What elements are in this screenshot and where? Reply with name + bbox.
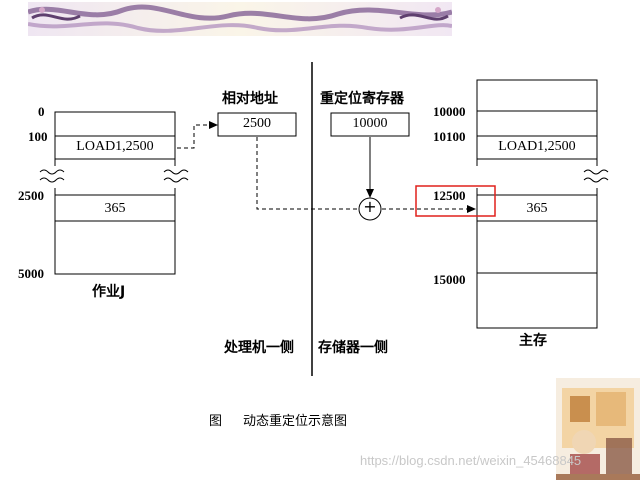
memory-title: 主存 bbox=[519, 333, 547, 349]
corner-illustration bbox=[556, 378, 640, 480]
job-address-2500: 2500 bbox=[18, 188, 44, 203]
highlight-box bbox=[415, 185, 496, 217]
caption-text: 动态重定位示意图 bbox=[243, 414, 348, 429]
processor-side-label: 处理机一侧 bbox=[224, 340, 294, 356]
job-address-100: 100 bbox=[28, 129, 48, 144]
memory-address-15000: 15000 bbox=[433, 272, 466, 287]
memory-data-cell: 365 bbox=[526, 201, 548, 216]
load-to-address-arrow bbox=[177, 124, 212, 149]
wavy-break-icon bbox=[39, 169, 189, 183]
job-title: 作业J bbox=[92, 284, 126, 300]
job-data-cell: 365 bbox=[104, 201, 126, 216]
job-address-0: 0 bbox=[38, 104, 45, 119]
adder-circle bbox=[358, 197, 382, 221]
caption-prefix: 图 bbox=[209, 414, 223, 429]
watermark-url: https://blog.csdn.net/weixin_45468845 bbox=[360, 453, 582, 468]
storage-side-label: 存储器一侧 bbox=[318, 340, 388, 356]
job-memory-block bbox=[39, 111, 189, 275]
relative-address-box bbox=[217, 112, 297, 137]
relocation-register-box bbox=[330, 112, 410, 137]
address-to-adder-line bbox=[256, 137, 358, 210]
adder-plus-icon: + bbox=[363, 197, 377, 216]
memory-address-10000: 10000 bbox=[433, 104, 466, 119]
memory-address-12500: 12500 bbox=[433, 188, 466, 203]
job-address-5000: 5000 bbox=[18, 266, 44, 281]
decorative-banner bbox=[28, 2, 452, 36]
relative-address-title: 相对地址 bbox=[222, 91, 278, 107]
memory-instruction-cell: LOAD1,2500 bbox=[498, 139, 576, 154]
relocation-register-value: 10000 bbox=[352, 116, 388, 131]
memory-address-10100: 10100 bbox=[433, 129, 466, 144]
relocation-register-title: 重定位寄存器 bbox=[320, 91, 404, 107]
main-memory-block bbox=[474, 79, 609, 329]
relative-address-value: 2500 bbox=[243, 116, 271, 131]
job-instruction-cell: LOAD1,2500 bbox=[76, 139, 154, 154]
wavy-break-icon bbox=[583, 169, 609, 183]
